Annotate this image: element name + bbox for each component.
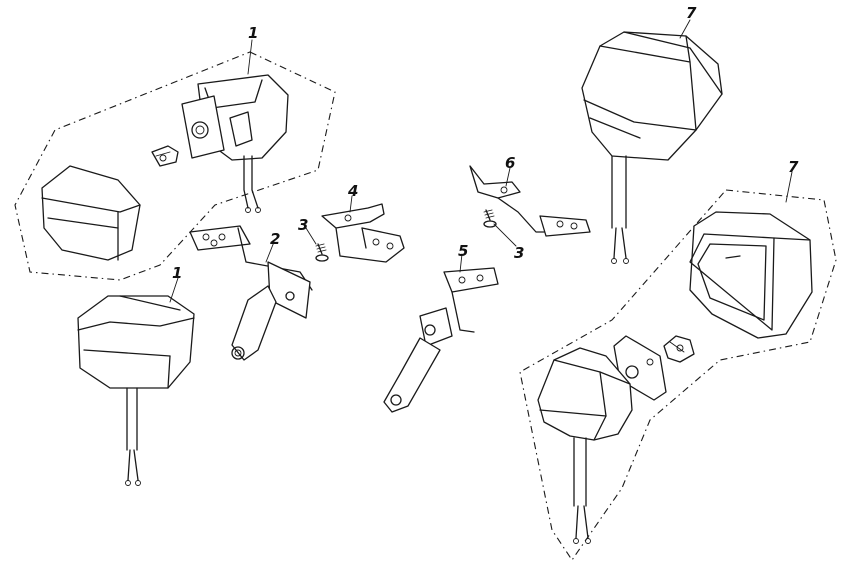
group-outline-right [519,189,837,561]
group-outline-left [14,51,336,281]
lamp-housing-right-rear [689,211,813,339]
screw-3-left [315,243,329,262]
turn-signal-right-lower [537,347,633,544]
bracket-5 [383,267,499,413]
callout-6: 6 [505,154,515,172]
callout-7-lower: 7 [788,158,799,176]
callout-labels: 1 1 2 3 4 5 6 3 7 7 [172,4,799,282]
bracket-6 [469,165,591,237]
turn-signal-right-top [581,31,723,264]
lamp-housing-left-rear [181,74,289,213]
leader-lines [169,19,793,303]
lamp-lens-left [41,165,141,261]
bracket-2 [189,225,313,361]
callout-7-upper: 7 [686,4,697,22]
bulb-left [151,145,179,167]
turn-signal-left [77,295,195,486]
bulb-right [663,335,695,363]
callout-5: 5 [458,242,468,260]
callout-2: 2 [270,230,280,248]
callout-1-upper: 1 [248,24,258,42]
screw-3-right [483,209,497,228]
bracket-4 [321,203,405,263]
callout-4: 4 [347,182,358,200]
callout-3-left: 3 [298,216,308,234]
callout-1-lower: 1 [172,264,182,282]
callout-3-right: 3 [514,244,524,262]
